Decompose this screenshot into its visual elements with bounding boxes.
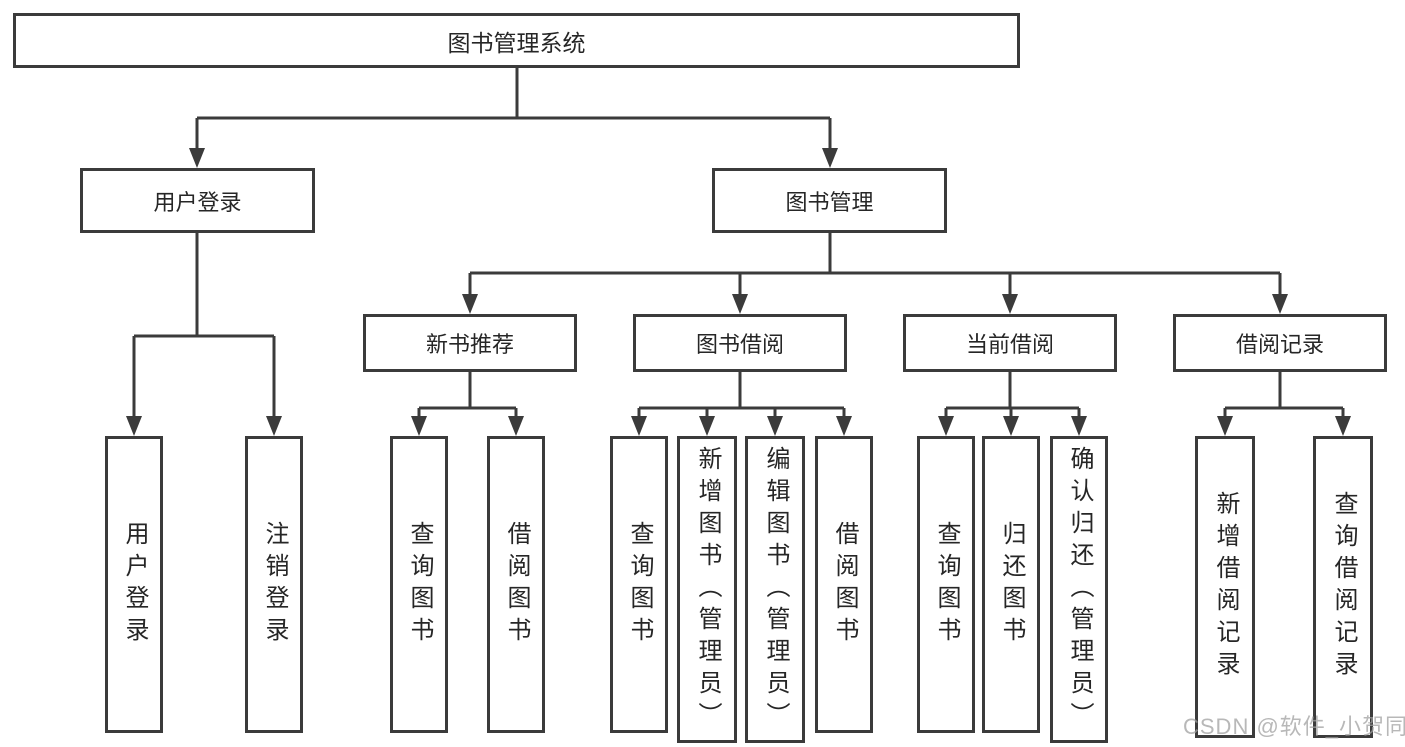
leaf-add-borrow-record: 新增借阅记录 bbox=[1195, 436, 1255, 738]
node-label: 新增图书（管理员） bbox=[694, 445, 721, 734]
node-label: 用户登录 bbox=[121, 520, 148, 649]
node-current-borrow: 当前借阅 bbox=[903, 314, 1117, 372]
node-new-book-recommend: 新书推荐 bbox=[363, 314, 577, 372]
leaf-confirm-return-admin: 确认归还（管理员） bbox=[1050, 436, 1108, 743]
node-library-management-system: 图书管理系统 bbox=[13, 13, 1020, 68]
node-label: 确认归还（管理员） bbox=[1066, 445, 1093, 734]
node-label: 新书推荐 bbox=[425, 332, 514, 357]
leaf-edit-book-admin: 编辑图书（管理员） bbox=[745, 436, 805, 743]
node-label: 借阅图书 bbox=[831, 520, 858, 649]
node-label: 查询借阅记录 bbox=[1330, 491, 1357, 683]
leaf-borrow-books-borrow: 借阅图书 bbox=[815, 436, 873, 733]
node-label: 查询图书 bbox=[626, 520, 653, 649]
leaf-query-books-current: 查询图书 bbox=[917, 436, 975, 733]
leaf-query-books-recommend: 查询图书 bbox=[390, 436, 448, 733]
node-label: 查询图书 bbox=[406, 520, 433, 649]
watermark-text: CSDN @软件_小贺同学 bbox=[1183, 714, 1405, 739]
node-label: 用户登录 bbox=[153, 189, 242, 215]
leaf-logout: 注销登录 bbox=[245, 436, 303, 733]
leaf-user-login: 用户登录 bbox=[105, 436, 163, 733]
node-label: 图书管理系统 bbox=[447, 29, 586, 56]
leaf-borrow-books-recommend: 借阅图书 bbox=[487, 436, 545, 733]
leaf-query-borrow-record: 查询借阅记录 bbox=[1313, 436, 1373, 738]
node-label: 图书管理 bbox=[785, 189, 874, 215]
node-label: 新增借阅记录 bbox=[1212, 491, 1239, 683]
node-label: 注销登录 bbox=[261, 520, 288, 649]
node-label: 归还图书 bbox=[998, 520, 1025, 649]
leaf-add-book-admin: 新增图书（管理员） bbox=[677, 436, 737, 743]
leaf-return-book: 归还图书 bbox=[982, 436, 1040, 733]
node-label: 查询图书 bbox=[933, 520, 960, 649]
arrowheads bbox=[126, 148, 1351, 436]
node-borrow-records: 借阅记录 bbox=[1173, 314, 1387, 372]
node-book-borrow: 图书借阅 bbox=[633, 314, 847, 372]
node-label: 借阅记录 bbox=[1235, 332, 1324, 357]
node-book-management: 图书管理 bbox=[712, 168, 947, 233]
node-label: 当前借阅 bbox=[965, 332, 1054, 357]
node-label: 图书借阅 bbox=[695, 332, 784, 357]
node-user-login: 用户登录 bbox=[80, 168, 315, 233]
node-label: 借阅图书 bbox=[503, 520, 530, 649]
node-label: 编辑图书（管理员） bbox=[762, 445, 789, 734]
leaf-query-books-borrow: 查询图书 bbox=[610, 436, 668, 733]
